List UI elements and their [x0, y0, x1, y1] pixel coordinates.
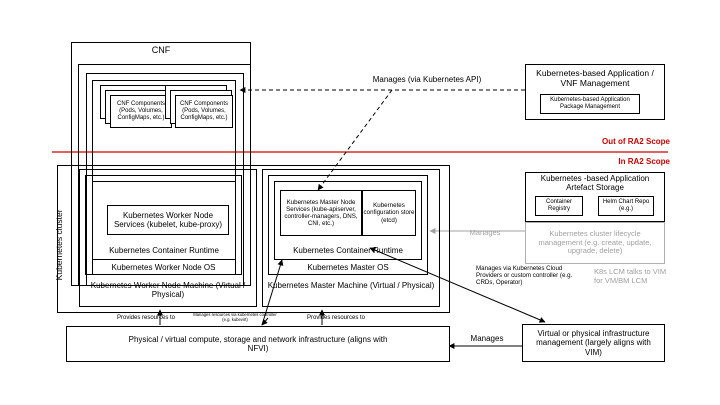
manages-api-label: Manages (via Kubernetes API): [372, 75, 482, 84]
kubevirt-label: Manages resources via kubernetes control…: [193, 312, 277, 322]
provides-resources-master-label: Provides resources to: [306, 315, 366, 321]
cnf-components-left: CNF Components (Pods, Volumes, ConfigMap…: [110, 95, 172, 128]
cnf-title: CNF: [151, 45, 171, 55]
app-package-mgmt: Kubernetes-based Application Package Man…: [540, 94, 640, 114]
cnf-inner-box-2: [86, 73, 244, 286]
lcm-vim-note: K8s LCM talks to VIM for VM/BM LCM: [594, 267, 667, 285]
master-runtime-label: Kubernetes Container Runtime: [293, 246, 403, 255]
master-machine-label: Kubernetes Master Machine (Virtual / Phy…: [267, 281, 435, 290]
in-scope-label: In RA2 Scope: [618, 157, 670, 166]
cnf-components-right: CNF Components (Pods, Volumes, ConfigMap…: [175, 95, 233, 128]
cluster-lcm-box: Kubernetes cluster lifecycle management …: [525, 222, 665, 264]
artefact-storage-title: Kubernetes -based Application Artefact S…: [540, 174, 650, 193]
worker-os-box: [85, 175, 242, 275]
container-registry: Container Registry: [535, 196, 583, 216]
kubernetes-cluster-box: [57, 165, 450, 313]
cluster-label: Kubernetes cluster: [54, 209, 65, 281]
master-runtime-box: [274, 181, 422, 260]
master-config-store: Kubernetes configuration store (etcd): [362, 190, 416, 236]
worker-os-label: Kubernetes Worker Node OS: [111, 263, 216, 272]
out-of-scope-label: Out of RA2 Scope: [601, 137, 670, 146]
infrastructure-box: Physical / virtual compute, storage and …: [66, 326, 450, 362]
master-os-label: Kubernetes Master OS: [307, 263, 389, 272]
worker-node-services: Kubernetes Worker Node Services (kubelet…: [107, 205, 229, 235]
cloud-provider-line: [369, 247, 546, 323]
vim-box: Virtual or physical infrastructure manag…: [522, 324, 665, 362]
cloud-provider-label: Manages via Kubernetes Cloud Providers o…: [476, 265, 573, 287]
master-os-box: [268, 175, 428, 275]
helm-chart-repo: Helm Chart Repo (e.g.): [598, 196, 654, 216]
app-mgmt-title: Kubernetes-based Application / VNF Manag…: [536, 68, 654, 88]
worker-machine-label: Kubernetes Worker Node Machine (Virtual …: [90, 281, 246, 300]
lcm-manages-label: Manages: [469, 228, 501, 237]
provides-resources-worker-label: Provides resources to: [116, 315, 176, 321]
vim-manages-label: Manages: [470, 334, 504, 343]
worker-runtime-label: Kubernetes Container Runtime: [109, 246, 219, 255]
master-machine-box: [262, 169, 440, 307]
kubevirt-arrow-up: [261, 259, 284, 326]
master-node-services: Kubernetes Master Node Services (kube-ap…: [280, 190, 362, 236]
kubevirt-arrow-down: [261, 317, 269, 326]
worker-runtime-box: [92, 181, 236, 260]
worker-machine-box: [79, 169, 257, 307]
